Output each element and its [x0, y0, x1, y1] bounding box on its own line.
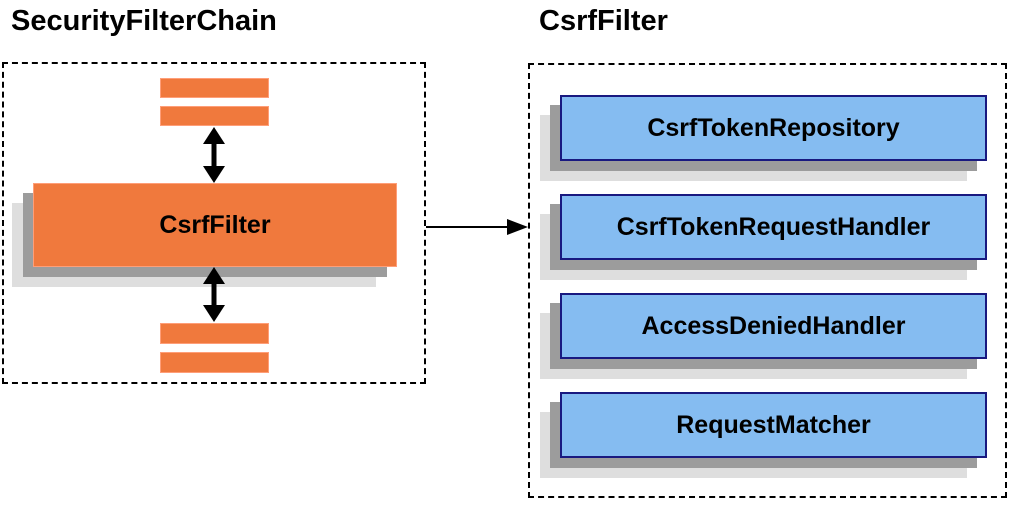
- component-box-csrf-token-request-handler: CsrfTokenRequestHandler: [560, 194, 987, 260]
- component-box-access-denied-handler: AccessDeniedHandler: [560, 293, 987, 359]
- component-label: CsrfTokenRepository: [647, 113, 900, 142]
- csrf-filter-box: CsrfFilter: [33, 183, 397, 267]
- security-filter-chain-title: SecurityFilterChain: [11, 5, 277, 37]
- component-box-csrf-token-repository: CsrfTokenRepository: [560, 95, 987, 161]
- filter-bar-below-1: [160, 323, 269, 344]
- csrf-filter-components-container: [528, 63, 1007, 498]
- component-box-request-matcher: RequestMatcher: [560, 392, 987, 458]
- filter-bar-above-2: [160, 106, 269, 126]
- arrow-csrffilter-to-components: [426, 219, 528, 235]
- csrf-filter-box-label: CsrfFilter: [159, 210, 271, 239]
- filter-bar-above-1: [160, 78, 269, 98]
- component-label: RequestMatcher: [676, 410, 871, 439]
- component-label: AccessDeniedHandler: [641, 311, 906, 340]
- component-label: CsrfTokenRequestHandler: [616, 212, 931, 241]
- security-filter-chain-container: [2, 62, 426, 384]
- filter-bar-below-2: [160, 352, 269, 373]
- csrf-filter-title: CsrfFilter: [539, 5, 668, 37]
